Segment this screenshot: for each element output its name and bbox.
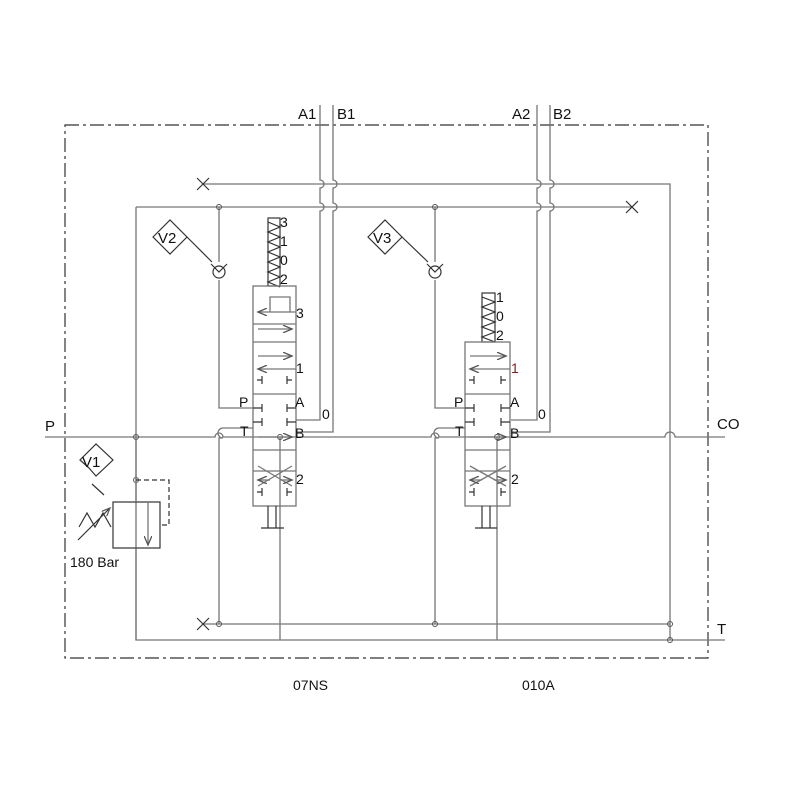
relief-setting-label: 180 Bar [70, 554, 119, 570]
position-label: 3 [296, 305, 304, 321]
port-b1-label: B1 [337, 106, 355, 123]
detent-label: 0 [280, 252, 288, 268]
port-label: T [455, 423, 464, 439]
detent-label: 3 [280, 214, 288, 230]
port-label: A [510, 394, 520, 410]
port-a1-label: A1 [298, 106, 316, 123]
port-label: P [239, 394, 248, 410]
port-a2-label: A2 [512, 106, 530, 123]
gallery-lines [45, 177, 725, 641]
port-label: B [510, 425, 519, 441]
check-valve-v3: V3 [367, 219, 444, 279]
detent-label: 2 [496, 327, 504, 343]
position-label: 1 [511, 360, 519, 376]
junction-dots [133, 204, 673, 643]
position-label: 0 [322, 406, 330, 422]
port-label: P [454, 394, 463, 410]
position-label: 2 [296, 471, 304, 487]
detent-label: 2 [280, 271, 288, 287]
manifold-boundary [64, 124, 709, 659]
check-valve-v2-label: V2 [158, 230, 176, 247]
position-label: 0 [538, 406, 546, 422]
detent-label: 1 [280, 233, 288, 249]
section-name: 010A [522, 677, 555, 693]
port-b2-label: B2 [553, 106, 571, 123]
relief-valve: V1 180 Bar [70, 437, 170, 640]
port-label: T [240, 423, 249, 439]
port-label: B [295, 425, 304, 441]
port-label: A [295, 394, 305, 410]
section-name: 07NS [293, 677, 328, 693]
position-label: 1 [296, 360, 304, 376]
spool-valve-07ns: 3 1 0 2 3 1 2 0 P A T B 07NS [239, 214, 330, 693]
check-valve-v3-label: V3 [373, 230, 391, 247]
spool-valve-010a: 1 0 2 1 2 0 P A T B 010A [454, 289, 555, 693]
relief-valve-label: V1 [82, 454, 100, 471]
position-label: 2 [511, 471, 519, 487]
detent-label: 0 [496, 308, 504, 324]
port-t-label: T [717, 621, 726, 638]
port-p-label: P [45, 418, 55, 435]
work-port-lines [296, 105, 555, 433]
port-co-label: CO [717, 416, 740, 433]
detent-label: 1 [496, 289, 504, 305]
check-valve-v2: V2 [152, 219, 228, 279]
